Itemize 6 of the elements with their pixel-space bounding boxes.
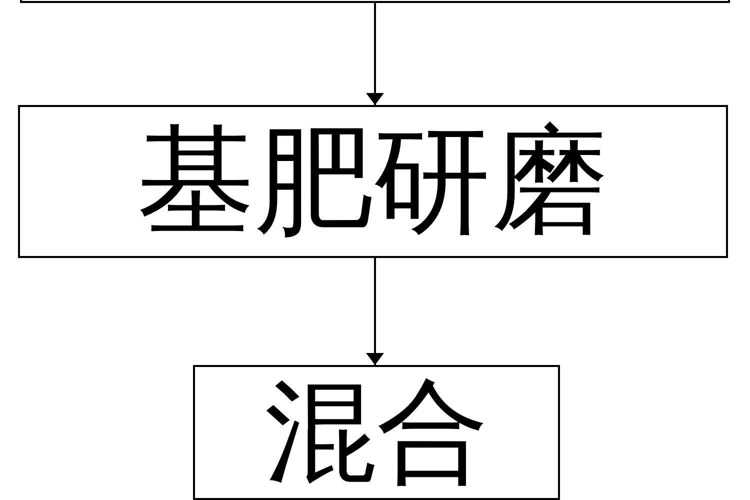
step-label: 混合 [264, 376, 488, 488]
arrow [366, 258, 384, 365]
arrow [366, 3, 384, 105]
process-box [193, 365, 560, 500]
step-label: 基肥研磨 [137, 122, 609, 240]
process-box [18, 105, 728, 258]
